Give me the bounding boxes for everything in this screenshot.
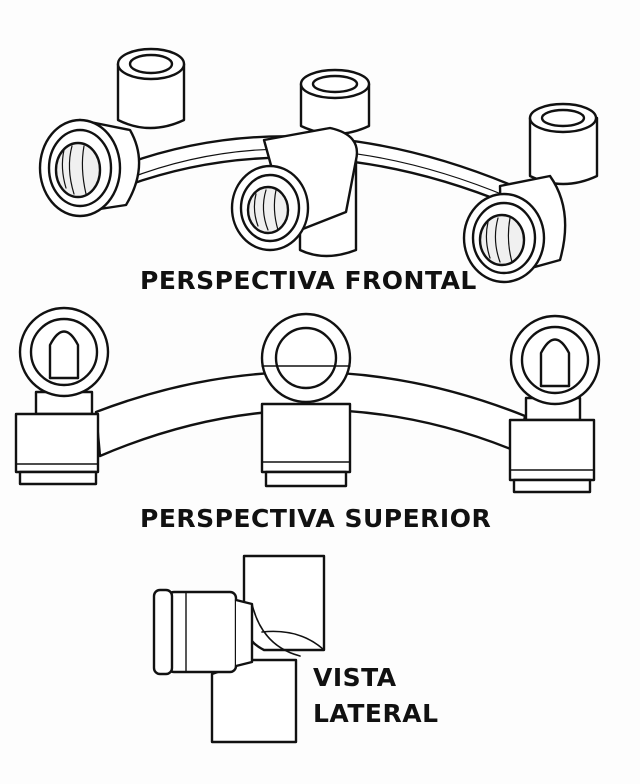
front-left-socket xyxy=(116,47,186,130)
side-view-label-line1: VISTA xyxy=(313,663,397,692)
top-right-unit xyxy=(508,314,601,494)
front-right-port xyxy=(462,174,567,284)
top-center-unit xyxy=(260,312,352,488)
front-center-socket xyxy=(299,68,371,136)
top-view xyxy=(14,306,601,494)
side-port xyxy=(152,588,254,676)
front-right-socket xyxy=(528,102,599,186)
front-view xyxy=(38,47,599,284)
front-center-port xyxy=(230,164,310,252)
front-view-label: PERSPECTIVA FRONTAL xyxy=(140,266,477,295)
top-view-label: PERSPECTIVA SUPERIOR xyxy=(140,504,492,533)
front-left-port xyxy=(38,118,141,218)
side-view-label: VISTA LATERAL xyxy=(313,660,439,732)
side-upper-socket xyxy=(242,554,326,652)
side-view-label-line2: LATERAL xyxy=(313,699,439,728)
top-left-unit xyxy=(14,306,110,486)
side-view xyxy=(152,554,326,744)
